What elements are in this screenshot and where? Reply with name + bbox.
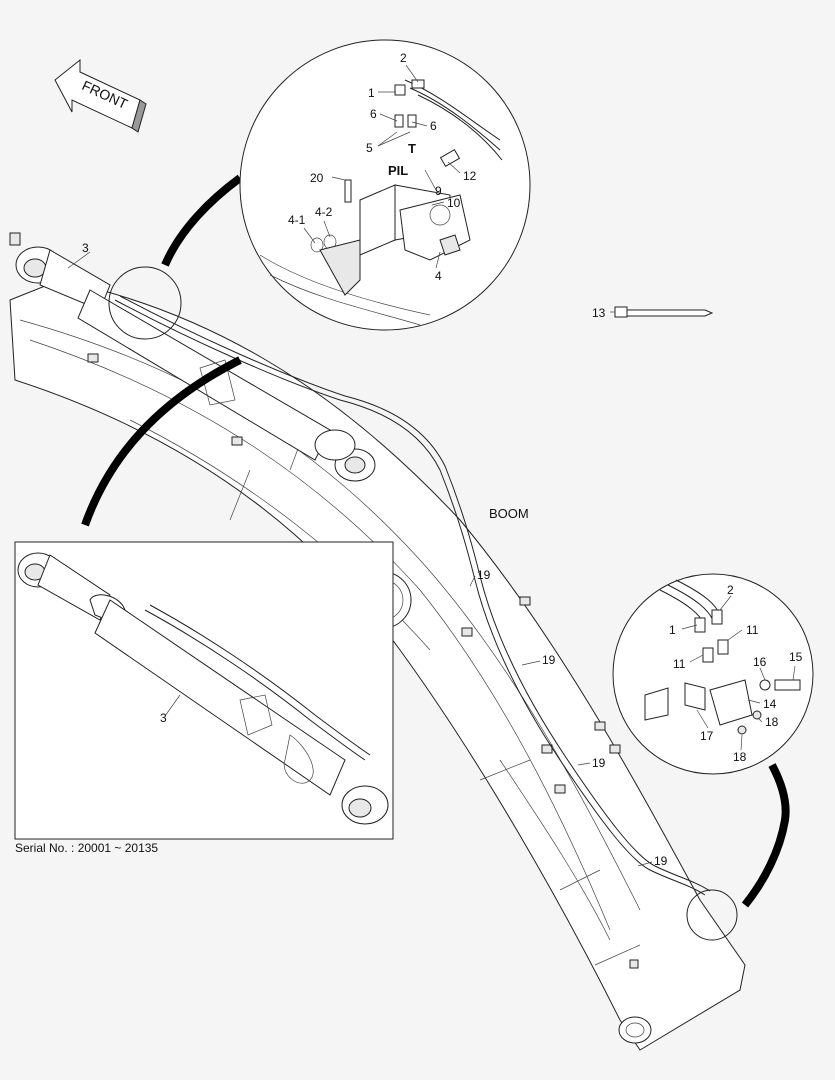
- callout-4-2: 4-2: [315, 205, 333, 219]
- callout-11-left: 11: [673, 657, 686, 671]
- callout-4-1: 4-1: [288, 213, 306, 227]
- callout-15: 15: [789, 650, 803, 664]
- callout-3-main: 3: [82, 241, 89, 255]
- callout-6-left: 6: [370, 107, 377, 121]
- serial-number: Serial No. : 20001 ~ 20135: [15, 841, 158, 855]
- callout-19-c: 19: [592, 756, 606, 770]
- boom-label: BOOM: [489, 506, 529, 521]
- hydraulic-lines: [474, 575, 711, 896]
- callout-10: 10: [447, 196, 461, 210]
- callout-18-right: 18: [765, 715, 779, 729]
- callout-18-bottom: 18: [733, 750, 747, 764]
- callout-11-right: 11: [746, 623, 759, 637]
- callout-1-top: 1: [368, 86, 375, 100]
- callout-3-inset: 3: [160, 711, 167, 725]
- leader-lines: [67, 64, 796, 867]
- callout-19-a: 19: [477, 568, 491, 582]
- callout-labels: 3 2 1 6 6 5 T PIL 12 20 9 10 4-1 4-2 4 1…: [82, 51, 803, 868]
- port-label-pil: PIL: [388, 163, 408, 178]
- detail-circle-top: [108, 39, 531, 340]
- callout-2-top: 2: [400, 51, 407, 65]
- callout-2-right: 2: [727, 583, 734, 597]
- callout-16: 16: [753, 655, 767, 669]
- callout-9: 9: [435, 184, 442, 198]
- callout-12: 12: [463, 169, 477, 183]
- boom-cylinder: [15, 246, 481, 581]
- callout-14: 14: [763, 697, 777, 711]
- callout-17: 17: [700, 729, 714, 743]
- front-arrow: FRONT: [54, 58, 147, 133]
- callout-13: 13: [592, 306, 606, 320]
- callout-19-b: 19: [542, 653, 556, 667]
- inset-box: [14, 356, 394, 840]
- callout-5: 5: [366, 141, 373, 155]
- detail-circle-right: [612, 573, 814, 941]
- port-label-t: T: [408, 141, 416, 156]
- callout-20: 20: [310, 171, 324, 185]
- callout-4: 4: [435, 269, 442, 283]
- callout-1-right: 1: [669, 623, 676, 637]
- callout-19-d: 19: [654, 854, 668, 868]
- callout-6-right: 6: [430, 119, 437, 133]
- cable-tie-part: [614, 306, 714, 318]
